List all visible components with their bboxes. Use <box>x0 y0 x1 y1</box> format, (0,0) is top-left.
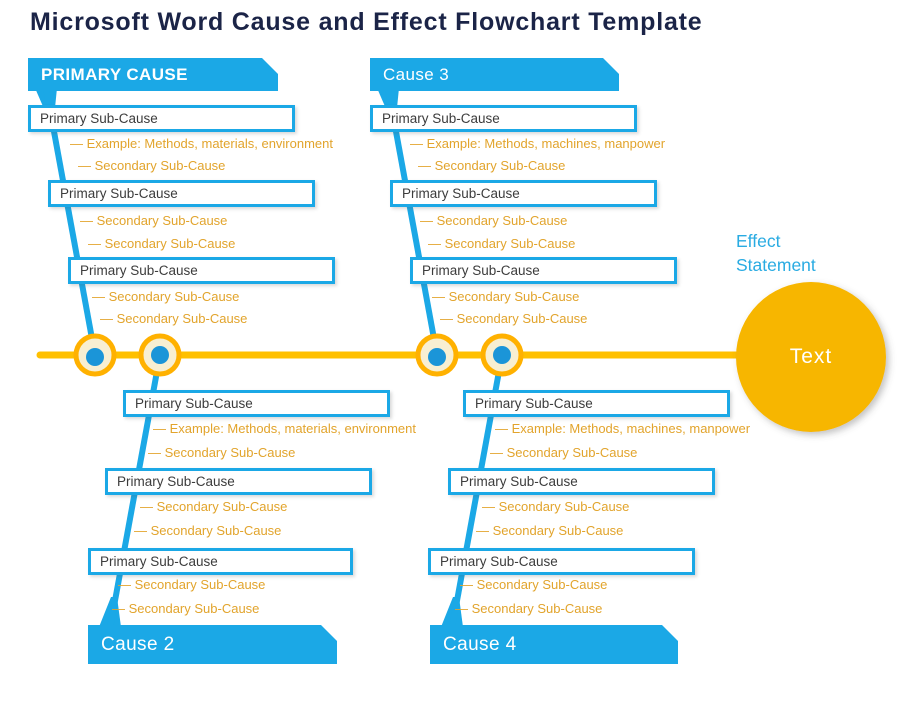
secondary-line: — Secondary Sub-Cause <box>88 236 236 251</box>
junction-circle-2 <box>138 333 182 377</box>
secondary-line: — Secondary Sub-Cause <box>78 158 226 173</box>
banner-cause-3: Cause 3 <box>370 58 619 91</box>
page-title: Microsoft Word Cause and Effect Flowchar… <box>30 8 703 36</box>
secondary-line: — Secondary Sub-Cause <box>482 499 630 514</box>
primary-sub-cause-box: Primary Sub-Cause <box>28 105 295 132</box>
effect-circle-text: Text <box>789 345 833 368</box>
secondary-line: — Secondary Sub-Cause <box>428 236 576 251</box>
primary-sub-cause-box: Primary Sub-Cause <box>370 105 637 132</box>
secondary-line: — Secondary Sub-Cause <box>148 445 296 460</box>
secondary-line: — Secondary Sub-Cause <box>112 601 260 616</box>
primary-sub-cause-box: Primary Sub-Cause <box>88 548 353 575</box>
junction-dot-3 <box>428 348 446 366</box>
secondary-line: — Secondary Sub-Cause <box>432 289 580 304</box>
secondary-line: — Secondary Sub-Cause <box>134 523 282 538</box>
primary-sub-cause-box: Primary Sub-Cause <box>463 390 730 417</box>
secondary-line: — Secondary Sub-Cause <box>118 577 266 592</box>
banner-cause-4: Cause 4 <box>430 625 678 664</box>
primary-sub-cause-box: Primary Sub-Cause <box>428 548 695 575</box>
primary-sub-cause-box: Primary Sub-Cause <box>48 180 315 207</box>
secondary-line: — Secondary Sub-Cause <box>476 523 624 538</box>
primary-sub-cause-box: Primary Sub-Cause <box>448 468 715 495</box>
example-line: — Example: Methods, machines, manpower <box>495 421 751 436</box>
junction-circle-4 <box>480 333 524 377</box>
secondary-line: — Secondary Sub-Cause <box>100 311 248 326</box>
junction-dot-2 <box>151 346 169 364</box>
secondary-line: — Secondary Sub-Cause <box>420 213 568 228</box>
primary-sub-cause-box: Primary Sub-Cause <box>410 257 677 284</box>
example-line: — Example: Methods, machines, manpower <box>410 136 666 151</box>
primary-sub-cause-box: Primary Sub-Cause <box>390 180 657 207</box>
example-line: — Example: Methods, materials, environme… <box>70 136 333 151</box>
primary-sub-cause-box: Primary Sub-Cause <box>105 468 372 495</box>
secondary-line: — Secondary Sub-Cause <box>460 577 608 592</box>
banner-primary-cause: PRIMARY CAUSE <box>28 58 278 91</box>
secondary-line: — Secondary Sub-Cause <box>490 445 638 460</box>
effect-statement-label: Effect Statement <box>736 231 816 275</box>
junction-dot-1 <box>86 348 104 366</box>
junction-circle-1 <box>73 333 117 377</box>
example-line: — Example: Methods, materials, environme… <box>153 421 416 436</box>
secondary-line: — Secondary Sub-Cause <box>80 213 228 228</box>
secondary-line: — Secondary Sub-Cause <box>455 601 603 616</box>
junction-dot-4 <box>493 346 511 364</box>
banner-cause-2: Cause 2 <box>88 625 337 664</box>
primary-sub-cause-box: Primary Sub-Cause <box>68 257 335 284</box>
secondary-line: — Secondary Sub-Cause <box>140 499 288 514</box>
junction-circle-3 <box>415 333 459 377</box>
secondary-line: — Secondary Sub-Cause <box>440 311 588 326</box>
secondary-line: — Secondary Sub-Cause <box>92 289 240 304</box>
secondary-line: — Secondary Sub-Cause <box>418 158 566 173</box>
primary-sub-cause-box: Primary Sub-Cause <box>123 390 390 417</box>
